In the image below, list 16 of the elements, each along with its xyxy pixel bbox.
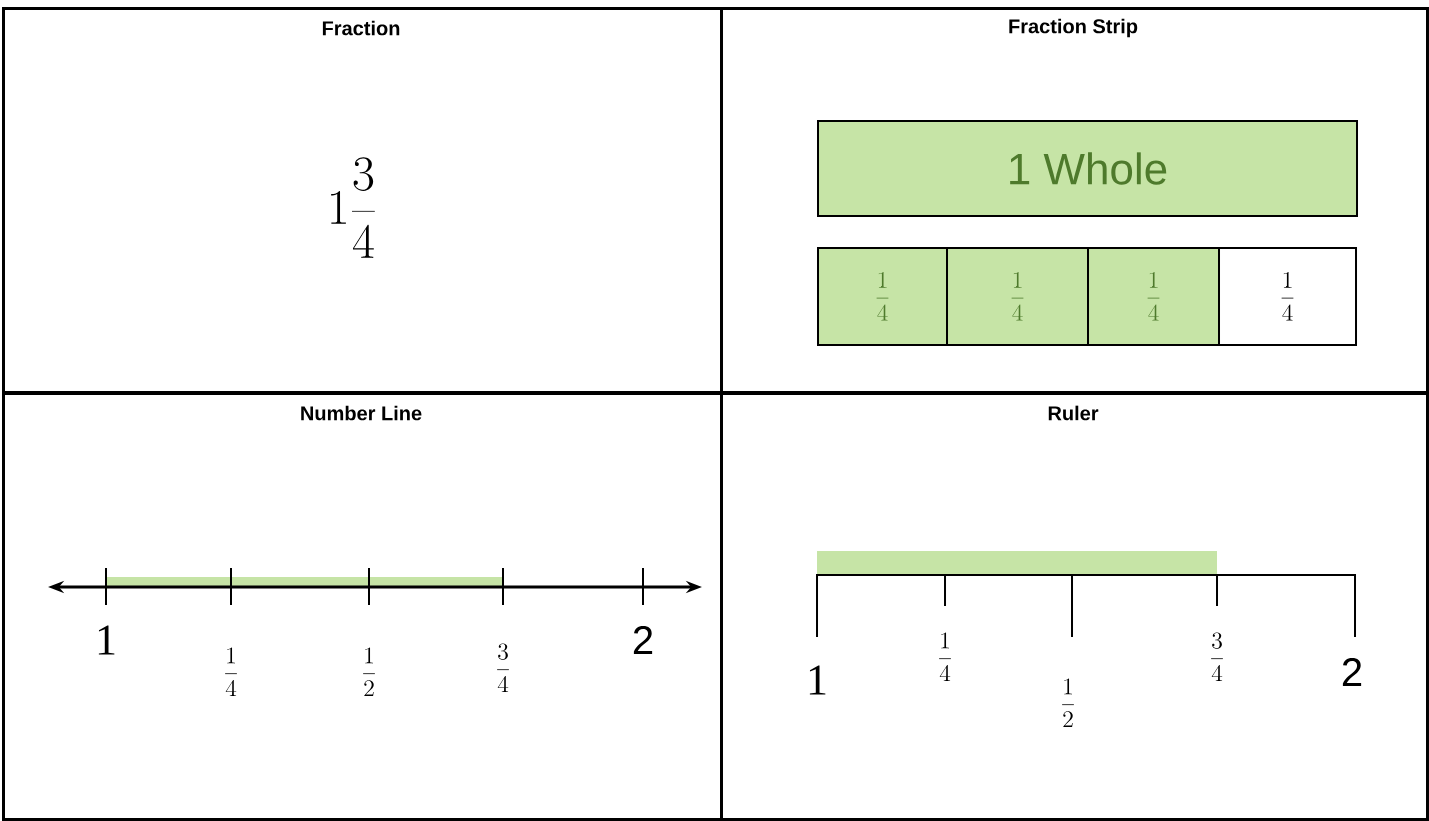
tick-label: $\frac{1}{2}$ [363,647,375,697]
tick-label: 1 [809,665,826,695]
tick-label: 1 [98,625,115,655]
tick-label: $\frac{1}{4}$ [225,647,237,697]
fraction-cell: $\frac{1}{4}$ [946,247,1089,346]
fraction-cell: $\frac{1}{4}$ [1218,247,1357,346]
fraction-cell: $\frac{1}{4}$ [1087,247,1220,346]
mixed-number: $1\frac{3}{4}$ [331,157,375,258]
tick-label: 2 [1342,658,1362,686]
tick-label: $\frac{1}{2}$ [1062,678,1074,728]
tick-label: $\frac{3}{4}$ [1211,632,1223,682]
tick-label: $\frac{3}{4}$ [497,643,509,693]
fraction-cell: $\frac{1}{4}$ [817,247,948,346]
whole-bar: 1 Whole [817,120,1358,217]
tick-label: 2 [633,626,653,654]
tick-label: $\frac{1}{4}$ [939,632,951,682]
